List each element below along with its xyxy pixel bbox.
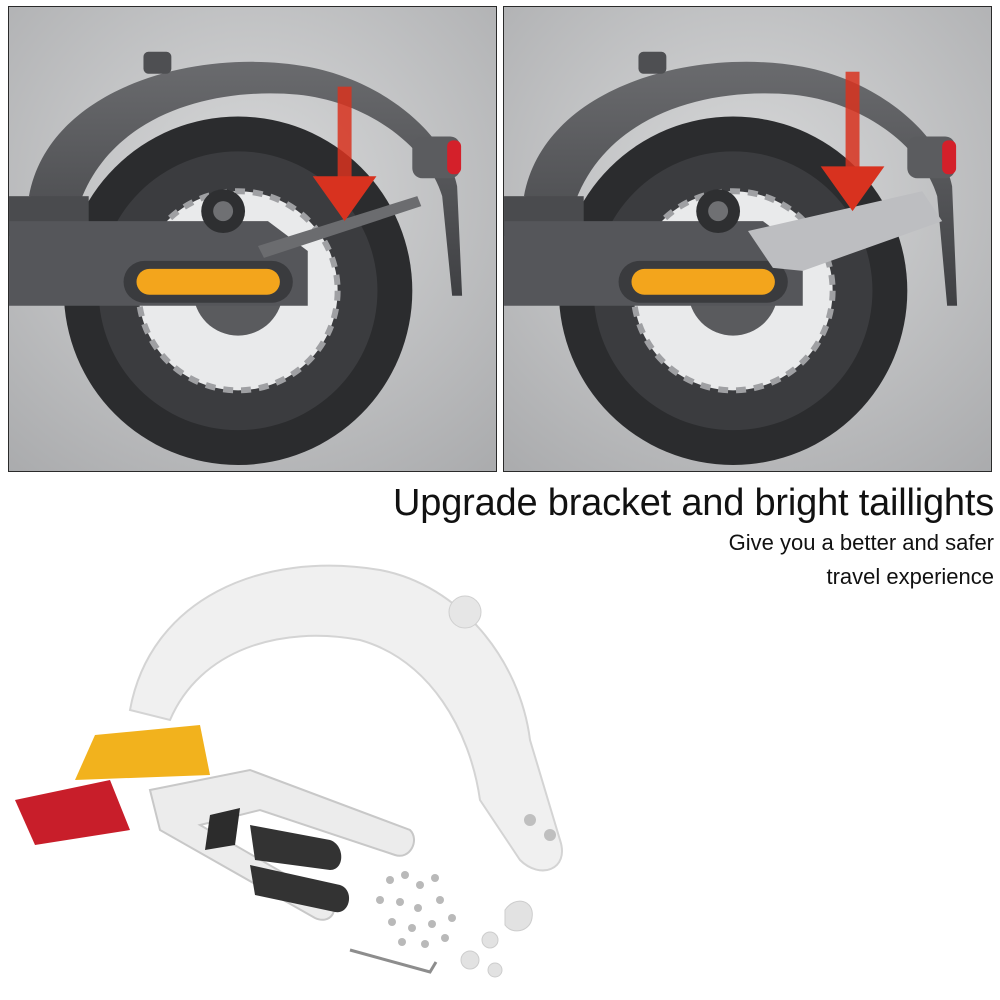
taillight-lens bbox=[942, 140, 957, 175]
photo-panel-original-bracket bbox=[8, 6, 497, 472]
allen-key bbox=[349, 948, 438, 974]
red-indicator-arrow-shaft bbox=[337, 86, 352, 182]
fender-hook bbox=[638, 51, 667, 74]
scooter-rear-wheel-photo bbox=[9, 7, 496, 471]
red-indicator-arrow-head bbox=[312, 176, 377, 222]
taillight-lens bbox=[447, 140, 462, 175]
white-rear-fender bbox=[128, 564, 563, 872]
scooter-rear-wheel-photo-upgraded bbox=[504, 7, 991, 471]
yellow-reflector-sheet bbox=[75, 725, 210, 780]
screw-set bbox=[376, 871, 456, 948]
thin-original-bracket bbox=[257, 196, 422, 258]
headline: Upgrade bracket and bright taillights bbox=[393, 482, 994, 524]
black-spacer-plate bbox=[250, 865, 350, 913]
rear-fender-dark bbox=[523, 61, 958, 306]
wide-upgraded-bracket bbox=[747, 191, 943, 271]
subline-line-2: travel experience bbox=[826, 564, 994, 589]
fender-hook bbox=[143, 51, 172, 74]
fender-mount-hole bbox=[524, 814, 536, 826]
red-indicator-arrow-shaft bbox=[845, 71, 860, 172]
fender-mount-hole bbox=[544, 829, 556, 841]
side-reflector bbox=[136, 268, 280, 295]
photo-panel-upgraded-bracket bbox=[503, 6, 992, 472]
black-rubber-pad bbox=[205, 808, 240, 850]
fender-kit-contents bbox=[15, 564, 563, 978]
black-spacer-plate bbox=[250, 825, 342, 870]
red-indicator-arrow-head bbox=[820, 166, 885, 212]
rear-fender-dark bbox=[28, 61, 463, 296]
subline-line-1: Give you a better and safer bbox=[728, 530, 994, 555]
side-reflector bbox=[631, 268, 775, 295]
red-reflector-sheet bbox=[15, 780, 130, 845]
fender-mount-knob bbox=[448, 595, 482, 629]
rubber-caps bbox=[460, 900, 533, 978]
